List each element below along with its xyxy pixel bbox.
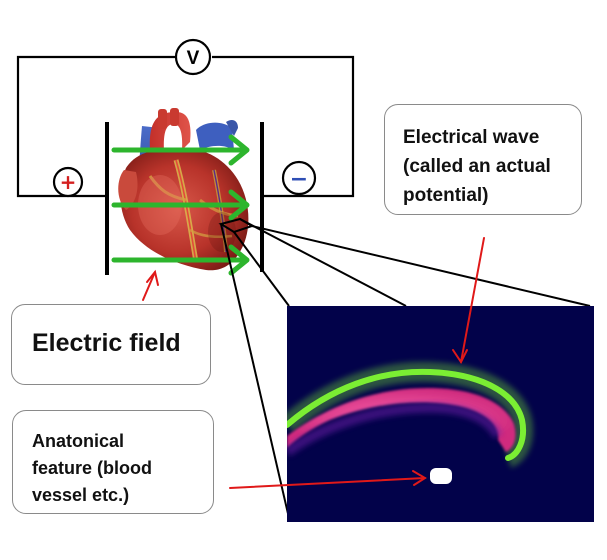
zoom-connector-lines <box>220 218 591 519</box>
positive-symbol: + <box>60 170 77 194</box>
positive-terminal: + <box>52 166 84 198</box>
field-arrow-top <box>111 134 250 166</box>
field-arrow-middle <box>111 189 250 221</box>
callout-electrical-wave-line-2: (called an actual <box>403 156 551 177</box>
callout-electric-field: Electric field <box>11 304 211 385</box>
anatomical-heart-illustration <box>118 108 249 271</box>
pointer-arrows <box>142 237 485 489</box>
field-arrow-bottom <box>111 244 250 276</box>
callout-electrical-wave-line-3: potential) <box>403 185 489 206</box>
voltmeter-circle-icon: V <box>174 38 212 76</box>
voltmeter-label: V <box>187 48 200 69</box>
negative-terminal: − <box>281 160 317 196</box>
pointer-arrow-electric-field <box>142 269 159 301</box>
blood-vessel-obstacle <box>430 468 452 484</box>
simulation-inset <box>287 306 594 522</box>
pointer-arrow-anatomical <box>229 470 427 489</box>
callout-electrical-wave-line-1: Electrical wave <box>403 127 540 148</box>
callout-electric-field-label: Electric field <box>32 329 181 357</box>
negative-symbol: − <box>290 167 308 192</box>
callout-anatomical-feature-line-1: Anatonical <box>32 431 125 451</box>
pointer-arrow-wave <box>452 237 485 364</box>
electric-field-arrows <box>111 134 250 276</box>
callout-electrical-wave: Electrical wave (called an actual potent… <box>384 104 582 215</box>
callout-anatomical-feature-line-2: feature (blood <box>32 458 152 478</box>
callout-anatomical-feature-line-3: vessel etc.) <box>32 485 130 505</box>
callout-anatomical-feature: Anatonical feature (blood vessel etc.) <box>12 410 214 514</box>
